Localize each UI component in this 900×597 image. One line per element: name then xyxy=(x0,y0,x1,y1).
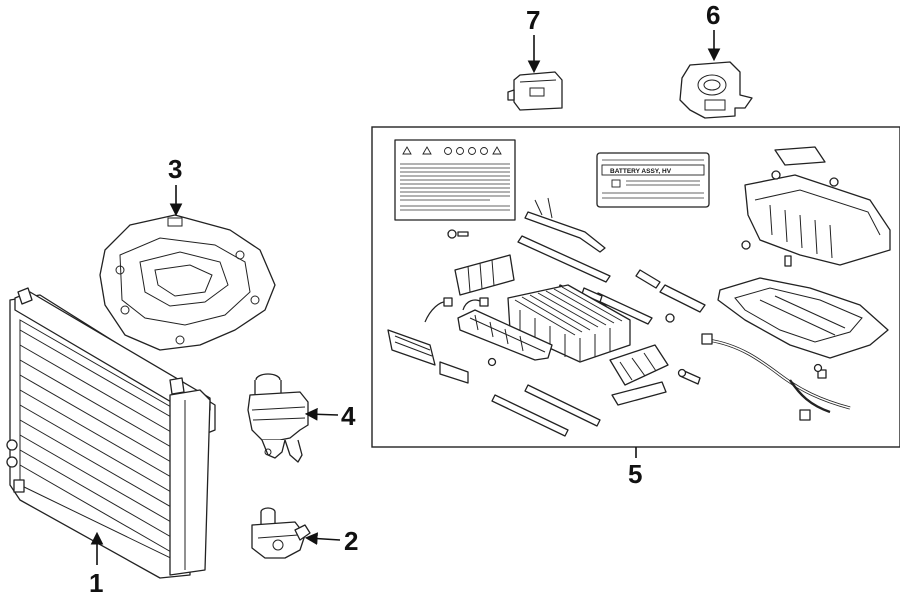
ecu-part-7[interactable] xyxy=(507,71,563,111)
bus-bar-parts[interactable] xyxy=(517,197,706,325)
callout-5: 5 xyxy=(628,459,642,489)
callout-2: 2 xyxy=(344,526,358,556)
water-pump-part[interactable] xyxy=(251,507,311,559)
reservoir-part[interactable] xyxy=(247,373,309,463)
battery-tray-part[interactable] xyxy=(717,277,889,359)
temperature-sensor-parts[interactable] xyxy=(424,297,489,323)
battery-cover-part[interactable] xyxy=(741,146,891,267)
fastener-parts[interactable] xyxy=(447,229,823,385)
inverter-part[interactable] xyxy=(99,214,276,351)
blower-part-6[interactable] xyxy=(679,61,753,119)
leader-lines xyxy=(90,30,721,565)
radiator-part[interactable] xyxy=(6,287,216,579)
air-duct-part[interactable] xyxy=(609,344,669,406)
callout-1: 1 xyxy=(89,568,103,597)
callout-6: 6 xyxy=(706,0,720,30)
callout-7: 7 xyxy=(526,5,540,35)
warning-label[interactable] xyxy=(394,139,516,221)
bracket-holder-part[interactable] xyxy=(454,254,515,296)
rod-parts[interactable] xyxy=(491,384,601,437)
wire-harness-part[interactable] xyxy=(701,333,851,421)
battery-assy-label-text: BATTERY ASSY, HV xyxy=(610,168,672,175)
spacer-plates[interactable] xyxy=(387,329,469,384)
callout-4: 4 xyxy=(341,401,356,431)
cell-holder-part[interactable] xyxy=(457,309,553,361)
callout-3: 3 xyxy=(168,154,182,184)
battery-assy-label[interactable]: BATTERY ASSY, HV xyxy=(596,152,710,208)
